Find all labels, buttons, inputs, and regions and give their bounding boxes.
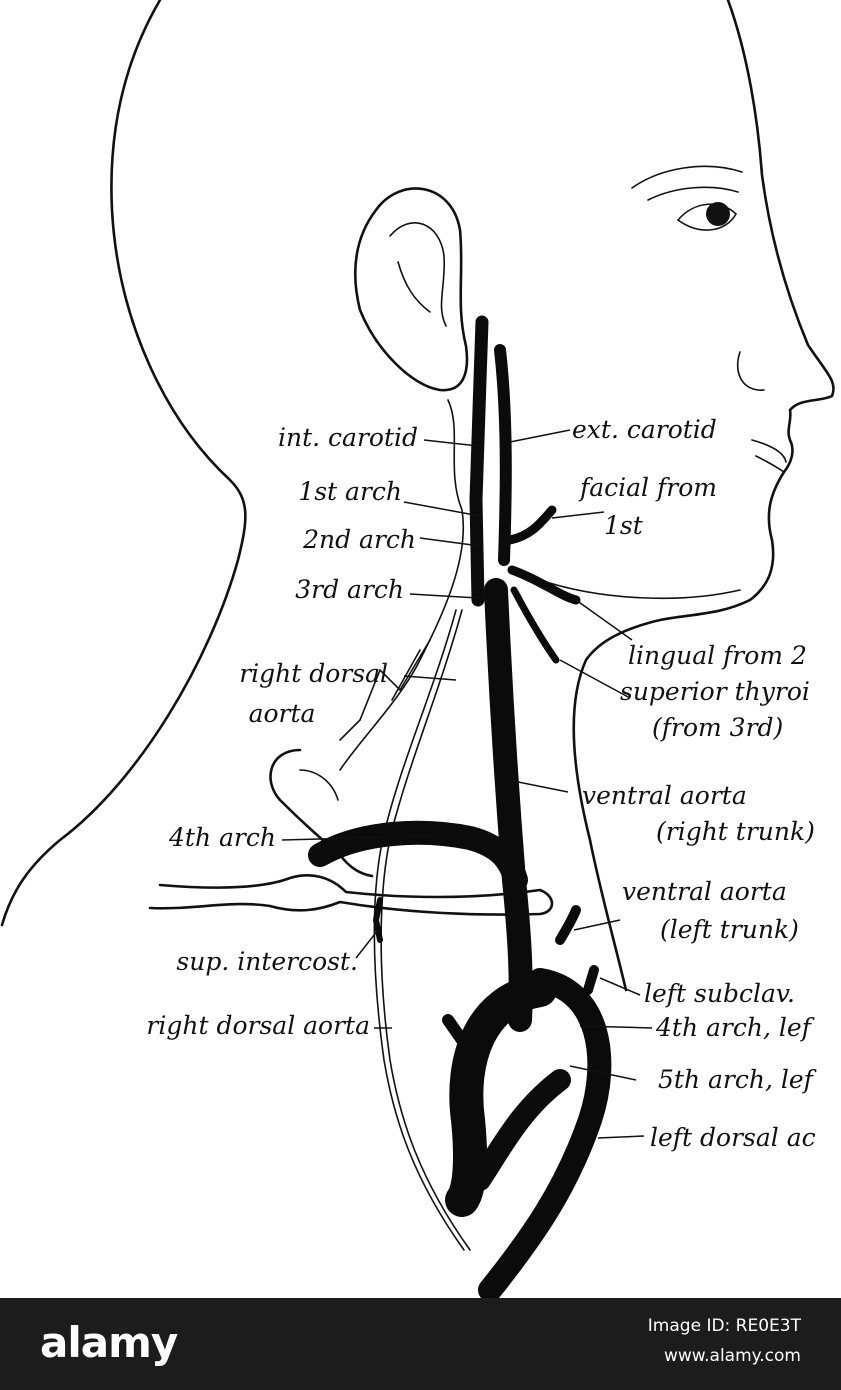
label-2nd-arch: 2nd arch — [302, 525, 416, 554]
label-left-subclav: left subclav. — [644, 979, 795, 1008]
ear-outline — [355, 188, 467, 390]
watermark-footer: alamy Image ID: RE0E3T www.alamy.com — [0, 1298, 841, 1390]
label-int-carotid: int. carotid — [278, 423, 418, 452]
label-ventral-left-line2: (left trunk) — [660, 915, 799, 944]
eye-pupil — [706, 202, 730, 226]
anatomy-diagram: int. carotid 1st arch 2nd arch 3rd arch … — [0, 0, 841, 1298]
label-ventral-right-line2: (right trunk) — [656, 817, 815, 846]
label-facial-line2: 1st — [604, 511, 644, 540]
label-facial-line1: facial from — [578, 473, 717, 502]
site-url-text: www.alamy.com — [664, 1346, 801, 1366]
label-right-dorsal-line2: aorta — [249, 699, 316, 728]
label-from-3rd: (from 3rd) — [652, 713, 783, 742]
label-right-dorsal-aorta: right dorsal aorta — [146, 1011, 370, 1040]
label-ventral-left-line1: ventral aorta — [622, 877, 787, 906]
label-ventral-right-line1: ventral aorta — [582, 781, 747, 810]
label-3rd-arch: 3rd arch — [295, 575, 404, 604]
label-1st-arch: 1st arch — [298, 477, 402, 506]
label-4th-arch: 4th arch — [168, 823, 276, 852]
label-ext-carotid: ext. carotid — [572, 415, 717, 444]
aortic-vessels — [320, 322, 599, 1290]
brand-logo: alamy — [40, 1318, 177, 1367]
label-lingual: lingual from 2 — [628, 641, 807, 670]
label-sup-intercost: sup. intercost. — [176, 947, 358, 976]
label-5th-arch-left: 5th arch, lef — [658, 1065, 817, 1094]
label-right-dorsal-line1: right dorsal — [239, 659, 388, 688]
label-superior-thyroid: superior thyroi — [620, 677, 810, 706]
label-left-dorsal: left dorsal ac — [650, 1123, 816, 1152]
label-4th-arch-left: 4th arch, lef — [655, 1013, 815, 1042]
image-id-text: Image ID: RE0E3T — [648, 1316, 801, 1336]
